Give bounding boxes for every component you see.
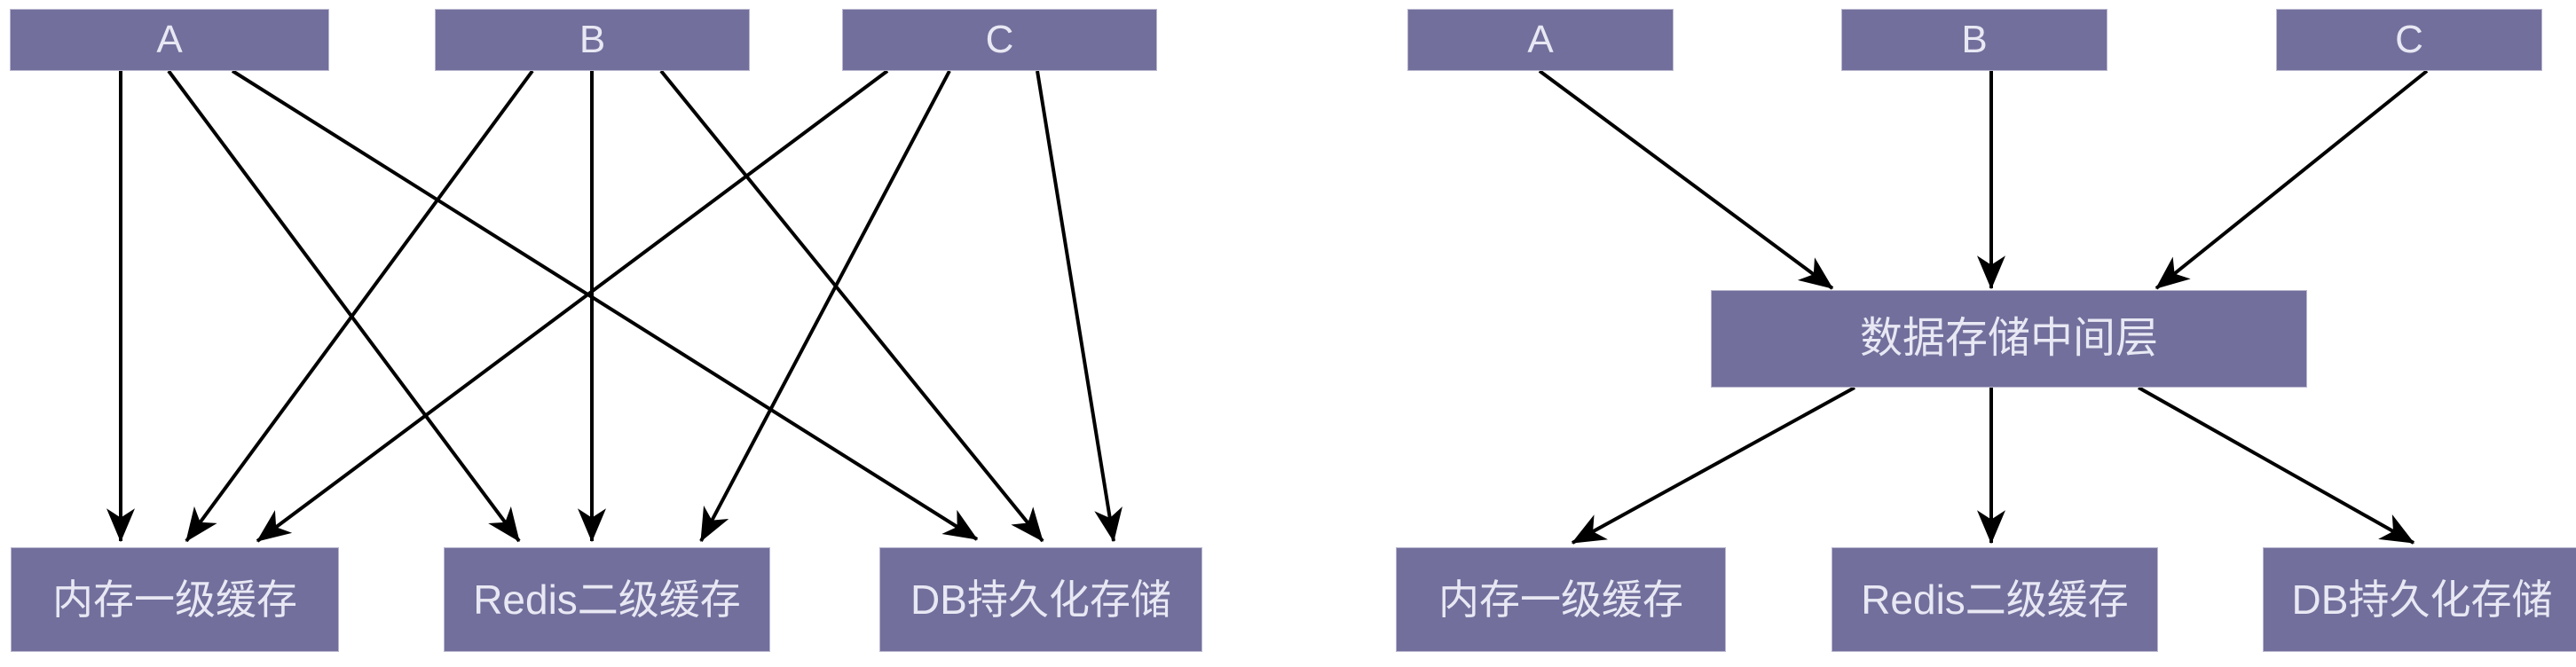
node-producer-a-right[interactable]: A	[1407, 9, 1674, 71]
node-producer-a-left[interactable]: A	[10, 9, 329, 71]
node-store-memory-left[interactable]: 内存一级缓存	[11, 547, 339, 652]
edge-C-to-redis	[699, 70, 951, 543]
edge-C-to-db	[1036, 70, 1123, 543]
node-producer-c-right[interactable]: C	[2276, 9, 2542, 71]
edge-middleware-to-mem	[1571, 386, 1855, 545]
edge-B-to-db	[659, 69, 1044, 543]
edge-A-to-redis	[167, 69, 521, 543]
edge-RC-to-middleware	[2155, 69, 2429, 290]
edge-RA-to-middleware	[1538, 69, 1834, 290]
node-producer-b-left[interactable]: B	[435, 9, 750, 71]
node-store-db-right[interactable]: DB持久化存储	[2263, 547, 2576, 652]
left-edges	[106, 69, 1123, 543]
node-producer-b-right[interactable]: B	[1841, 9, 2107, 71]
node-store-db-left[interactable]: DB持久化存储	[879, 547, 1202, 652]
node-store-redis-left[interactable]: Redis二级缓存	[444, 547, 770, 652]
edge-B-to-mem	[185, 69, 534, 543]
node-store-memory-right[interactable]: 内存一级缓存	[1396, 547, 1726, 652]
edge-C-to-mem	[256, 69, 889, 543]
node-producer-c-left[interactable]: C	[842, 9, 1157, 71]
edge-middleware-to-db	[2138, 386, 2415, 545]
edge-A-to-db	[231, 69, 979, 541]
node-store-redis-right[interactable]: Redis二级缓存	[1832, 547, 2158, 652]
node-storage-middleware[interactable]: 数据存储中间层	[1711, 290, 2307, 388]
